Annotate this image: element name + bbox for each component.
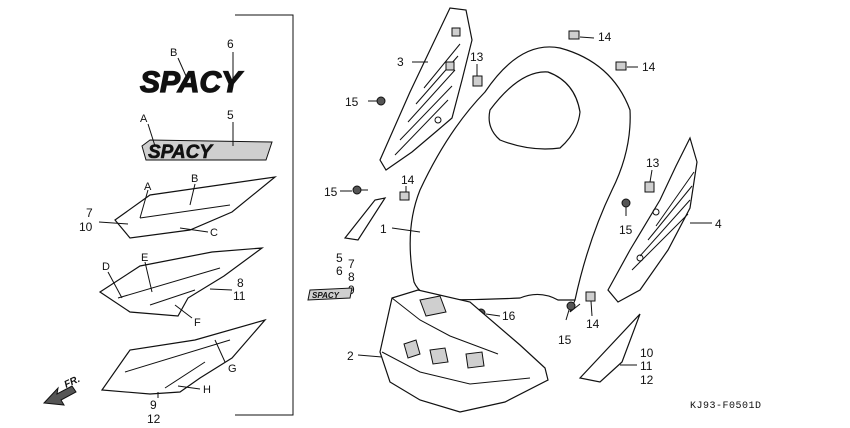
spacy-logo-text-small: SPACY (312, 291, 340, 300)
callout-7-side: 7 (348, 257, 355, 271)
callout-14-upper-right: 14 (642, 60, 656, 74)
callout-E: E (141, 252, 148, 264)
callout-6: 6 (227, 37, 234, 51)
callout-10: 10 (79, 220, 93, 234)
callout-9: 9 (150, 398, 157, 412)
callout-15-right: 15 (619, 223, 633, 237)
callout-8-side: 8 (348, 270, 355, 284)
clip-13-right (644, 181, 655, 193)
callout-5: 5 (227, 108, 234, 122)
callout-15-upper: 15 (345, 95, 359, 109)
callout-F: F (194, 317, 201, 329)
callout-6-emblem: 6 (336, 264, 343, 278)
screw-15-upper (368, 96, 386, 106)
callout-14-bottom: 14 (586, 317, 600, 331)
side-strip-decal (343, 197, 387, 241)
spacy-emblem-small: SPACY (307, 287, 353, 301)
callout-1: 1 (380, 222, 387, 236)
spacy-emblem-lower: SPACY (141, 139, 273, 163)
spacy-logo-text-upper: SPACY (140, 66, 244, 99)
callout-H: H (203, 384, 211, 396)
screw-15-right (621, 198, 631, 216)
callout-11-right: 11 (640, 359, 653, 373)
callout-D: D (102, 261, 110, 273)
side-strip-decal-right (578, 313, 641, 383)
callout-15-bottom: 15 (558, 333, 572, 347)
callout-15-middle: 15 (324, 185, 338, 199)
callout-13-right: 13 (646, 156, 660, 170)
callout-4: 4 (715, 217, 722, 231)
screw-15-bottom (565, 301, 576, 321)
callout-11: 11 (233, 289, 246, 303)
callout-13-upper: 13 (470, 50, 484, 64)
lower-cover-part-2 (379, 289, 549, 413)
callout-7: 7 (86, 206, 93, 220)
callout-12: 12 (147, 412, 161, 426)
group-bracket (235, 14, 294, 416)
callout-8: 8 (237, 276, 244, 290)
callout-16: 16 (502, 309, 516, 323)
screw-15-middle (340, 185, 368, 195)
spacy-emblem-upper: SPACY (139, 65, 244, 99)
front-direction-arrow: FR. (42, 374, 82, 406)
clip-13-upper (472, 75, 483, 87)
clip-14-bottom (585, 291, 596, 302)
callout-B-stripe: B (191, 173, 198, 185)
callout-B: B (170, 47, 177, 59)
front-label: FR. (63, 374, 82, 391)
callout-14-top: 14 (598, 30, 612, 44)
clip-14-left (399, 191, 410, 201)
callout-12-right: 12 (640, 373, 654, 387)
callout-2: 2 (347, 349, 354, 363)
callout-14-left: 14 (401, 173, 415, 187)
clip-14-upper-right (615, 61, 627, 71)
stripe-decal-3 (100, 318, 267, 395)
side-cover-part-4 (607, 136, 698, 303)
front-cover-part-1 (409, 46, 631, 313)
callout-3: 3 (397, 55, 404, 69)
callout-A-stripe: A (144, 181, 152, 193)
diagram-code: KJ93-F0501D (690, 401, 762, 412)
stripe-decal-1 (114, 176, 278, 239)
callout-G: G (228, 363, 237, 375)
spacy-logo-text-lower: SPACY (148, 142, 214, 163)
callout-C: C (210, 227, 218, 239)
clip-14-top (568, 30, 580, 40)
callout-5-emblem: 5 (336, 251, 343, 265)
callout-A: A (140, 113, 148, 125)
stripe-decal-2 (98, 247, 265, 317)
callout-10-right: 10 (640, 346, 654, 360)
inner-cover-part-3 (379, 7, 473, 171)
